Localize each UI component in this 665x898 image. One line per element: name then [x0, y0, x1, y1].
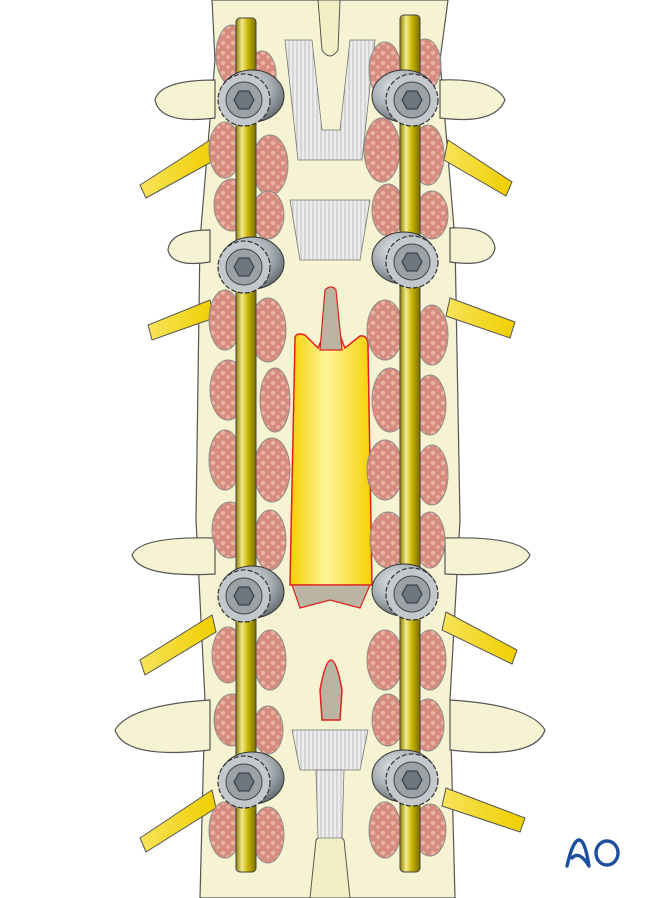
rod-right	[399, 14, 421, 873]
nerve-roots	[139, 139, 526, 853]
screw-left-1	[217, 69, 285, 127]
screw-right-3	[371, 563, 439, 621]
screw-left-3	[217, 565, 285, 623]
screw-left-4	[217, 751, 285, 809]
screw-left-2	[217, 236, 285, 294]
interspinous-ligaments	[284, 39, 376, 839]
screw-right-4	[371, 749, 439, 807]
screw-right-1	[371, 69, 439, 127]
dura-exposure	[289, 286, 373, 721]
ao-logo: AO	[563, 836, 623, 870]
screw-right-2	[371, 231, 439, 289]
pedicle-screws	[217, 69, 439, 809]
rod-left	[235, 17, 257, 873]
